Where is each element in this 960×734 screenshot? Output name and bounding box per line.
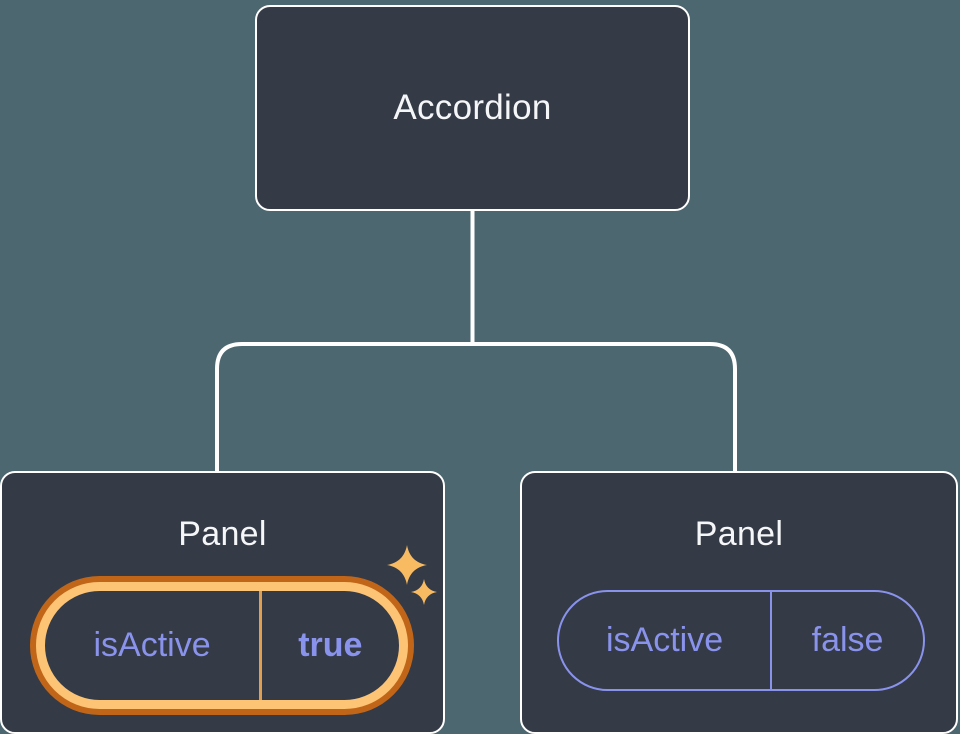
pill-divider [770, 592, 773, 689]
state-prop-label: isActive [93, 626, 211, 664]
panel-node-inactive: Panel isActive false [520, 471, 958, 734]
panel-title: Panel [178, 515, 267, 553]
state-prop-label: isActive [605, 621, 724, 659]
pill-divider [259, 591, 262, 700]
state-value-label: false [811, 621, 884, 659]
panel-title: Panel [694, 515, 784, 553]
sparkle-icon [387, 545, 427, 585]
accordion-node-label: Accordion [393, 88, 552, 127]
state-pill-active: isActive true [36, 582, 408, 709]
panel-node-active: Panel isActive true [0, 471, 445, 734]
state-pill-inactive: isActive false [557, 590, 925, 691]
accordion-node: Accordion [255, 5, 690, 211]
sparkle-icon [411, 579, 437, 605]
state-value-label: true [298, 626, 363, 664]
